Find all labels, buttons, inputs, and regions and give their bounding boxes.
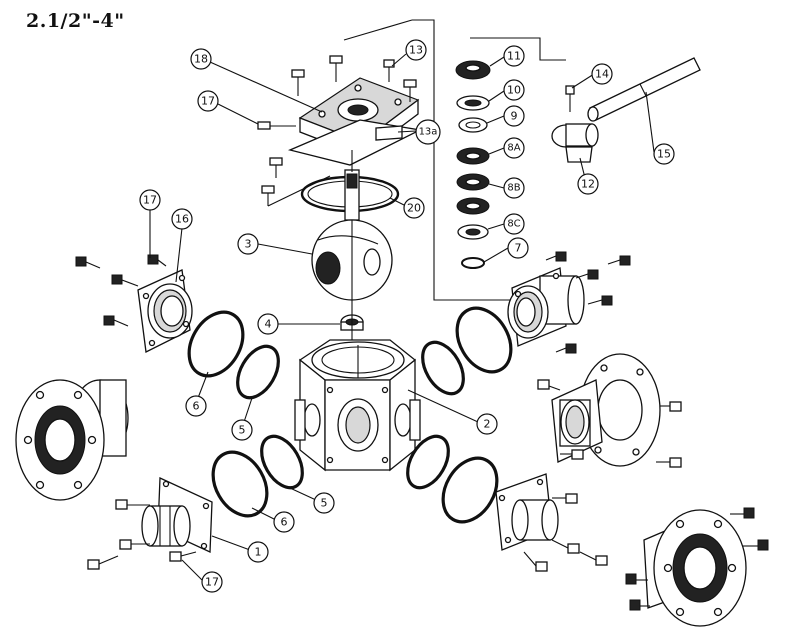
callout-17-top: 17	[197, 90, 219, 112]
leader-lines	[149, 53, 655, 581]
right-lower-flange-bolts	[625, 507, 769, 611]
svg-text:20: 20	[407, 202, 421, 215]
svg-text:17: 17	[201, 95, 215, 108]
svg-text:17: 17	[143, 194, 157, 207]
callout-5-lower: 5	[313, 492, 335, 514]
right-lower-bolts	[523, 493, 608, 572]
right-middle-flange	[551, 353, 661, 467]
callout-1: 1	[247, 541, 269, 563]
callout-6-upper: 6	[185, 395, 207, 417]
callout-2: 2	[476, 413, 498, 435]
svg-text:16: 16	[175, 213, 189, 226]
callout-8c: 8C	[503, 213, 525, 235]
left-upper-bolts	[75, 254, 167, 327]
svg-text:5: 5	[321, 497, 328, 510]
top-cover-plate	[287, 77, 423, 166]
svg-text:1: 1	[255, 546, 262, 559]
left-flange	[15, 379, 129, 501]
callout-11: 11	[503, 45, 525, 67]
callout-10: 10	[503, 79, 525, 101]
svg-text:8B: 8B	[507, 183, 520, 194]
svg-text:10: 10	[507, 84, 521, 97]
svg-text:3: 3	[245, 238, 252, 251]
left-upper-end-cap	[137, 269, 193, 353]
callout-5-upper: 5	[231, 419, 253, 441]
svg-text:9: 9	[511, 110, 518, 123]
right-lower-end-cap	[495, 473, 559, 551]
callout-3: 3	[237, 233, 259, 255]
svg-text:5: 5	[239, 424, 246, 437]
callout-9: 9	[503, 105, 525, 127]
svg-text:13: 13	[409, 44, 423, 57]
svg-text:12: 12	[581, 178, 595, 191]
callout-7: 7	[507, 237, 529, 259]
svg-text:17: 17	[205, 576, 219, 589]
assembly-guide-lines	[267, 19, 566, 340]
svg-text:4: 4	[265, 318, 272, 331]
callout-17-left: 17	[139, 189, 161, 211]
svg-text:8A: 8A	[507, 143, 520, 154]
callout-13a: 13a	[415, 119, 441, 145]
diagram-title: 2.1/2"-4"	[26, 10, 125, 32]
callout-13: 13	[405, 39, 427, 61]
svg-text:7: 7	[515, 242, 522, 255]
right-middle-bolts	[537, 379, 682, 468]
svg-text:13a: 13a	[419, 127, 438, 138]
svg-text:15: 15	[657, 148, 671, 161]
lever-handle	[551, 57, 701, 163]
svg-text:18: 18	[194, 53, 208, 66]
right-upper-end-cap	[507, 267, 585, 347]
o-ring-seals	[187, 306, 513, 524]
left-lower-end-cap	[141, 477, 213, 553]
callout-6-lower: 6	[273, 511, 295, 533]
callout-4: 4	[257, 313, 279, 335]
callout-8b: 8B	[503, 177, 525, 199]
right-upper-bolts	[545, 251, 631, 354]
callout-16: 16	[171, 208, 193, 230]
callout-15: 15	[653, 143, 675, 165]
callout-12: 12	[577, 173, 599, 195]
svg-text:6: 6	[193, 400, 200, 413]
callout-17-bottom: 17	[201, 571, 223, 593]
cover-bolts	[257, 55, 417, 206]
svg-text:8C: 8C	[507, 219, 520, 230]
svg-text:2: 2	[484, 418, 491, 431]
callout-14: 14	[591, 63, 613, 85]
stem-packing-stack	[455, 60, 491, 269]
callout-18: 18	[190, 48, 212, 70]
svg-text:14: 14	[595, 68, 609, 81]
left-lower-bolts	[87, 499, 197, 570]
callout-8a: 8A	[503, 137, 525, 159]
valve-body	[294, 339, 421, 472]
svg-text:6: 6	[281, 516, 288, 529]
svg-text:11: 11	[507, 50, 521, 63]
callout-20: 20	[403, 197, 425, 219]
right-lower-flange	[643, 509, 747, 627]
